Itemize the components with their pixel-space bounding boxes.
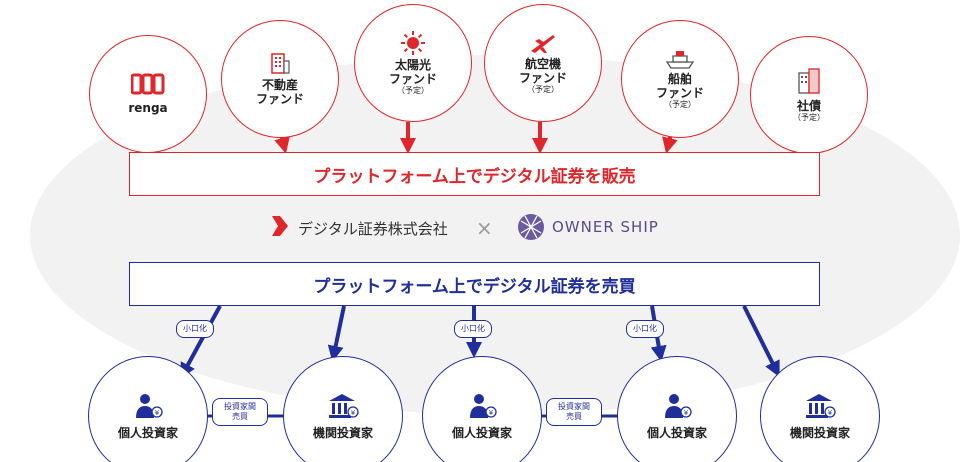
- bond-label: 社債: [796, 99, 821, 113]
- circle-ship-fund: 船舶 ファンド （予定）: [621, 20, 739, 138]
- svg-text:¥: ¥: [684, 409, 689, 417]
- renga-label: renga: [128, 101, 168, 115]
- fractional-pill-1: 小口化: [176, 320, 214, 338]
- ship-label: 船舶 ファンド: [655, 72, 704, 100]
- arrow-to-investor-2: [327, 305, 346, 362]
- interinvestor-pill-1: 投資家間 売買: [212, 398, 268, 426]
- investor-label-2: 機関投資家: [312, 425, 373, 440]
- circle-aircraft-fund: 航空機 ファンド （予定）: [484, 4, 602, 122]
- arrow-to-investor-5: [742, 305, 780, 378]
- circle-bond: 社債 （予定）: [750, 36, 868, 154]
- renga-logo-icon: [131, 73, 165, 95]
- office-building-icon: [798, 68, 820, 94]
- fractional-pill-2: 小口化: [454, 320, 492, 338]
- circle-real-estate-fund: 不動産 ファンド: [221, 20, 339, 138]
- svg-text:¥: ¥: [828, 409, 833, 417]
- interinvestor-text-1a: 投資家間: [224, 402, 256, 411]
- aircraft-label: 航空機 ファンド: [518, 57, 567, 85]
- institution-bank-icon: ¥: [329, 393, 359, 418]
- svg-text:¥: ¥: [351, 409, 356, 417]
- interinvestor-text-2b: 売買: [566, 412, 582, 421]
- ownership-name: OWNER SHIP: [552, 218, 659, 236]
- collab-cross: ×: [476, 216, 493, 240]
- partner-logos: デジタル証券株式会社 × OWNER SHIP: [270, 210, 690, 248]
- solar-planned: （予定）: [397, 86, 429, 95]
- digital-securities-name: デジタル証券株式会社: [298, 220, 448, 238]
- investor-label-4: 個人投資家: [646, 425, 707, 440]
- aircraft-planned: （予定）: [527, 85, 559, 94]
- individual-investor-icon: ¥: [665, 393, 692, 418]
- sell-platform-bar: プラットフォーム上でデジタル証券を販売: [129, 152, 820, 196]
- investor-circle-3: ¥ 個人投資家: [422, 356, 542, 462]
- building-icon: [271, 53, 290, 74]
- svg-text:¥: ¥: [155, 409, 160, 417]
- circle-renga: renga: [89, 35, 207, 153]
- solar-label: 太陽光 ファンド: [388, 58, 437, 86]
- fractional-pill-3: 小口化: [626, 320, 664, 338]
- ship-icon: [665, 51, 695, 69]
- investor-label-1: 個人投資家: [117, 425, 178, 440]
- institution-bank-icon: ¥: [806, 393, 836, 418]
- ownership-logo-icon: [518, 214, 544, 240]
- circle-solar-fund: 太陽光 ファンド （予定）: [354, 4, 472, 122]
- real-estate-label: 不動産 ファンド: [255, 78, 304, 106]
- investor-label-5: 機関投資家: [789, 425, 850, 440]
- investor-circle-4: ¥ 個人投資家: [617, 356, 737, 462]
- individual-investor-icon: ¥: [470, 393, 497, 418]
- investor-circle-5: ¥ 機関投資家: [760, 356, 880, 462]
- sun-icon: [401, 31, 425, 55]
- interinvestor-text-1b: 売買: [232, 412, 248, 421]
- trade-platform-bar: プラットフォーム上でデジタル証券を売買: [129, 262, 820, 306]
- airplane-icon: [531, 35, 555, 53]
- bond-planned: （予定）: [793, 113, 825, 122]
- individual-investor-icon: ¥: [136, 393, 163, 418]
- investor-circle-2: ¥ 機関投資家: [283, 356, 403, 462]
- digital-securities-logo-icon: [272, 216, 288, 236]
- interinvestor-text-2a: 投資家間: [558, 402, 590, 411]
- investor-circle-1: ¥ 個人投資家: [88, 356, 208, 462]
- investor-label-3: 個人投資家: [451, 425, 512, 440]
- arrow-to-investor-1: [180, 305, 222, 380]
- interinvestor-pill-2: 投資家間 売買: [546, 398, 602, 426]
- svg-text:¥: ¥: [489, 409, 494, 417]
- ship-planned: （予定）: [664, 100, 696, 109]
